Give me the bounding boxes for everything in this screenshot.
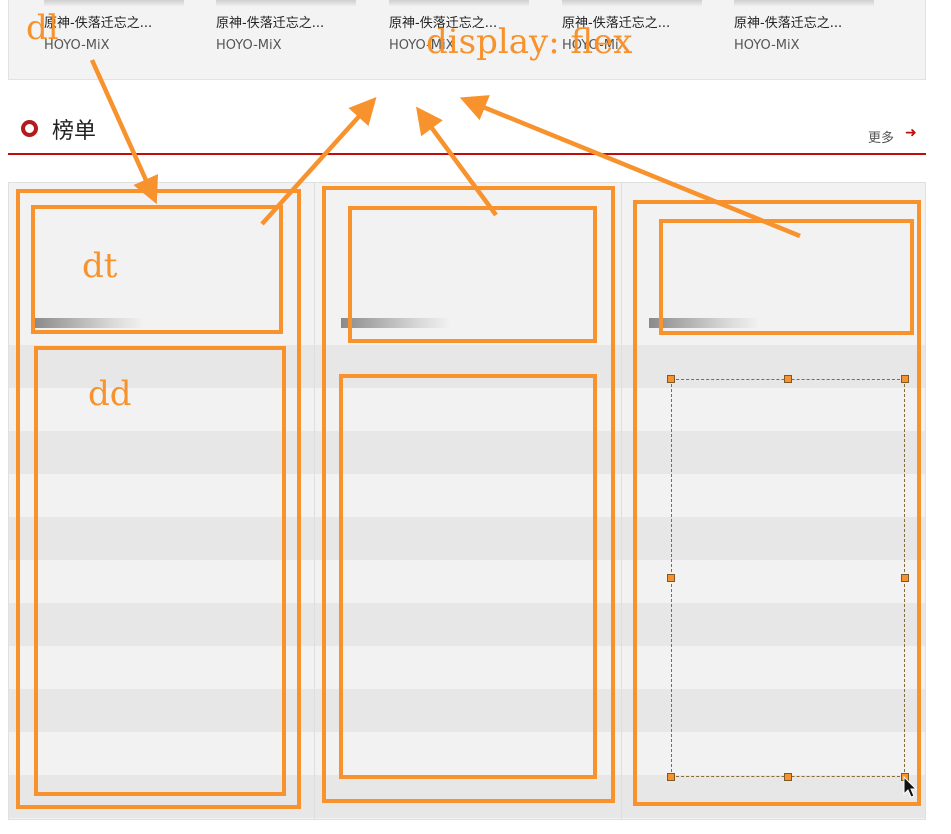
album-title[interactable]: 原神-佚落迁忘之... xyxy=(389,16,498,31)
display-flex-label: display: flex xyxy=(426,22,633,62)
album-cover[interactable] xyxy=(44,0,184,6)
album-artist[interactable]: HOYO-MiX xyxy=(734,38,800,53)
dd-box-2 xyxy=(339,374,597,779)
album-title[interactable]: 原神-佚落迁忘之... xyxy=(44,16,153,31)
resize-handle[interactable] xyxy=(784,375,792,383)
album-card[interactable]: 原神-佚落迁忘之... HOYO-MiX xyxy=(44,0,209,80)
row-stripe xyxy=(9,345,925,388)
album-title[interactable]: 原神-佚落迁忘之... xyxy=(562,16,671,31)
resize-handle[interactable] xyxy=(667,574,675,582)
dt-box-3 xyxy=(659,219,914,335)
album-cover[interactable] xyxy=(216,0,356,6)
resize-handle[interactable] xyxy=(667,375,675,383)
album-cover[interactable] xyxy=(562,0,702,6)
dl-box-2 xyxy=(322,186,615,803)
album-card[interactable]: 原神-佚落迁忘之... HOYO-MiX xyxy=(216,0,381,80)
arrow-flex-1 xyxy=(260,96,377,226)
column-separator xyxy=(621,183,622,819)
arrow-right-icon[interactable]: ➜ xyxy=(905,125,917,141)
dt-cover-shadow xyxy=(341,318,451,328)
row-stripe xyxy=(9,689,925,732)
mouse-pointer-icon xyxy=(903,776,918,798)
row-stripe xyxy=(9,517,925,560)
section-divider xyxy=(8,153,926,155)
section-title: 榜单 xyxy=(52,119,97,144)
column-separator xyxy=(314,183,315,819)
dt-box-1 xyxy=(31,205,283,334)
arrow-flex-2 xyxy=(415,106,498,217)
dl-box-3 xyxy=(633,200,921,806)
dt-cover-shadow xyxy=(649,318,759,328)
album-title[interactable]: 原神-佚落迁忘之... xyxy=(734,16,843,31)
resize-handle[interactable] xyxy=(901,375,909,383)
arrow-dl-to-box xyxy=(89,59,159,205)
album-card[interactable]: 原神-佚落迁忘之... HOYO-MiX xyxy=(734,0,899,80)
dd-box-1 xyxy=(34,346,286,796)
resize-handle[interactable] xyxy=(784,773,792,781)
chart-list-area xyxy=(8,182,926,820)
album-artist[interactable]: HOYO-MiX xyxy=(389,38,455,53)
dd-label: dd xyxy=(88,374,132,414)
dl-label: dl xyxy=(26,8,59,48)
dt-box-2 xyxy=(348,206,597,343)
row-stripe xyxy=(9,431,925,474)
album-cover[interactable] xyxy=(734,0,874,6)
album-artist[interactable]: HOYO-MiX xyxy=(44,38,110,53)
album-artist[interactable]: HOYO-MiX xyxy=(216,38,282,53)
row-stripe xyxy=(9,603,925,646)
arrow-flex-3 xyxy=(459,95,801,239)
album-title[interactable]: 原神-佚落迁忘之... xyxy=(216,16,325,31)
dl-box-1 xyxy=(16,189,301,809)
circle-ring-icon xyxy=(21,120,38,137)
album-card[interactable]: 原神-佚落迁忘之... HOYO-MiX xyxy=(389,0,554,80)
album-cover[interactable] xyxy=(389,0,529,6)
album-artist[interactable]: HOYO-MiX xyxy=(562,38,628,53)
row-stripe xyxy=(9,775,925,818)
dt-label: dt xyxy=(82,246,118,286)
resize-handle[interactable] xyxy=(901,574,909,582)
resize-handle[interactable] xyxy=(667,773,675,781)
more-link[interactable]: 更多 xyxy=(868,131,895,146)
dt-cover-shadow xyxy=(34,318,144,328)
album-strip: 原神-佚落迁忘之... HOYO-MiX 原神-佚落迁忘之... HOYO-Mi… xyxy=(8,0,926,80)
album-card[interactable]: 原神-佚落迁忘之... HOYO-MiX xyxy=(562,0,727,80)
